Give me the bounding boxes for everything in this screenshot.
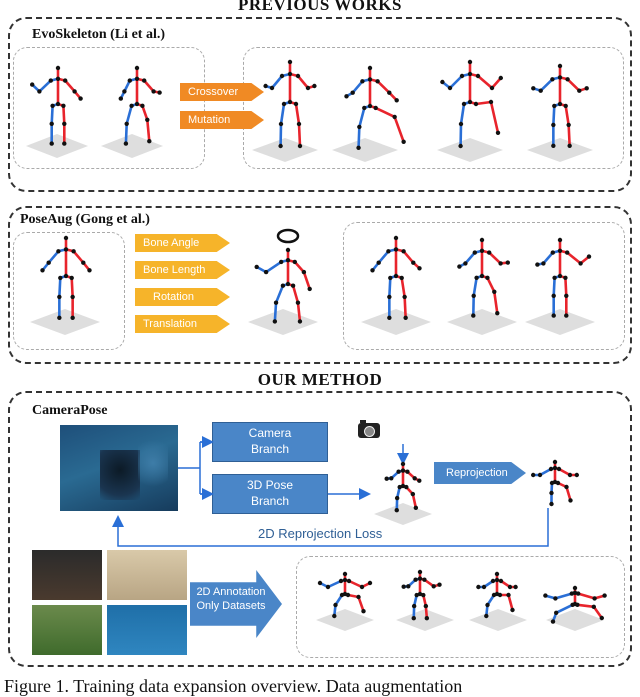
datasets-output-box xyxy=(296,556,625,658)
mutation-label: Mutation xyxy=(188,114,231,126)
evo-skeleton-3 xyxy=(263,59,317,149)
photo-swimmer xyxy=(107,605,187,655)
our-method-panel xyxy=(8,391,632,667)
evo-floor-4 xyxy=(332,138,398,162)
poseaug-floor-3 xyxy=(361,309,431,335)
evo-skeleton-1 xyxy=(30,65,83,146)
photo-indoor xyxy=(107,550,187,600)
crossover-label: Crossover xyxy=(188,86,239,98)
poseaug-skeleton-1 xyxy=(40,235,92,320)
crossover-arrow: Crossover xyxy=(180,83,264,101)
camera-icon xyxy=(358,420,380,438)
rotation-arrow: Rotation xyxy=(135,288,230,306)
reprojection-loss-loop xyxy=(112,508,549,547)
dataset-floor-1 xyxy=(316,609,374,631)
dataset-floor-3 xyxy=(469,609,527,631)
dataset-skeleton-3 xyxy=(476,571,518,619)
previous-works-title: PREVIOUS WORKS xyxy=(238,0,402,14)
bone-angle-halo xyxy=(276,228,300,244)
camera-branch-box: Camera Branch xyxy=(212,422,328,462)
bone-angle-arrow: Bone Angle xyxy=(135,234,230,252)
evo-skeleton-4 xyxy=(344,65,406,150)
evo-floor-2 xyxy=(101,134,163,158)
bone-angle-label: Bone Angle xyxy=(143,237,200,249)
poseaug-floor-4 xyxy=(447,309,517,335)
poseaug-panel xyxy=(8,206,632,364)
poseaug-input-box xyxy=(13,232,125,350)
bone-length-arrow: Bone Length xyxy=(135,261,230,279)
poseaug-skeleton-5 xyxy=(535,237,592,318)
mutation-arrow: Mutation xyxy=(180,111,264,129)
translation-arrow: Translation xyxy=(135,315,230,333)
dataset-skeleton-4 xyxy=(543,585,607,624)
bone-length-label: Bone Length xyxy=(143,264,206,276)
dataset-skeleton-1 xyxy=(317,571,373,619)
dataset-skeleton-2 xyxy=(401,569,442,621)
evo-skeleton-2 xyxy=(118,65,162,146)
evo-floor-3 xyxy=(252,138,318,162)
method-skeleton-3d xyxy=(384,461,422,513)
figure-caption: Figure 1. Training data expansion overvi… xyxy=(4,676,463,696)
datasets-label: 2D Annotation Only Datasets xyxy=(196,586,266,613)
dataset-floor-4 xyxy=(546,609,604,631)
photo-to-branches-connector xyxy=(178,441,210,495)
translation-label: Translation xyxy=(143,318,198,330)
evo-floor-1 xyxy=(26,134,88,158)
poseaug-skeleton-2 xyxy=(254,247,312,324)
evo-skeleton-6 xyxy=(531,63,589,148)
poseaug-output-box xyxy=(343,222,625,350)
poseaug-skeleton-4 xyxy=(457,237,510,318)
evoskeleton-panel xyxy=(8,17,632,192)
evoskeleton-label: EvoSkeleton (Li et al.) xyxy=(32,27,165,42)
camera-branch-label: Camera Branch xyxy=(248,426,292,456)
method-skeleton-2d xyxy=(531,459,579,507)
poseaug-label: PoseAug (Gong et al.) xyxy=(20,212,150,227)
underwater-photo xyxy=(60,425,178,511)
evo-floor-6 xyxy=(527,138,593,162)
evoskeleton-input-box xyxy=(13,47,205,169)
poseaug-floor-1 xyxy=(30,309,100,335)
reprojection-label: Reprojection xyxy=(446,467,508,479)
rotation-label: Rotation xyxy=(153,291,194,303)
photo-baseball xyxy=(32,605,102,655)
method-floor-1 xyxy=(374,503,432,525)
dataset-floor-2 xyxy=(396,609,454,631)
evo-skeleton-5 xyxy=(440,59,503,149)
our-method-title: OUR METHOD xyxy=(257,370,383,389)
reprojection-arrow: Reprojection xyxy=(434,462,526,484)
poseaug-floor-2 xyxy=(248,309,318,335)
poseaug-floor-5 xyxy=(525,309,595,335)
reprojection-loss-label: 2D Reprojection Loss xyxy=(258,526,383,541)
pose-branch-box: 3D Pose Branch xyxy=(212,474,328,514)
pose-branch-label: 3D Pose Branch xyxy=(246,478,294,508)
poseaug-skeleton-3 xyxy=(370,235,422,320)
photo-athlete xyxy=(32,550,102,600)
evo-floor-5 xyxy=(437,138,503,162)
camerapose-label: CameraPose xyxy=(32,403,108,418)
evoskeleton-output-box xyxy=(243,47,624,169)
